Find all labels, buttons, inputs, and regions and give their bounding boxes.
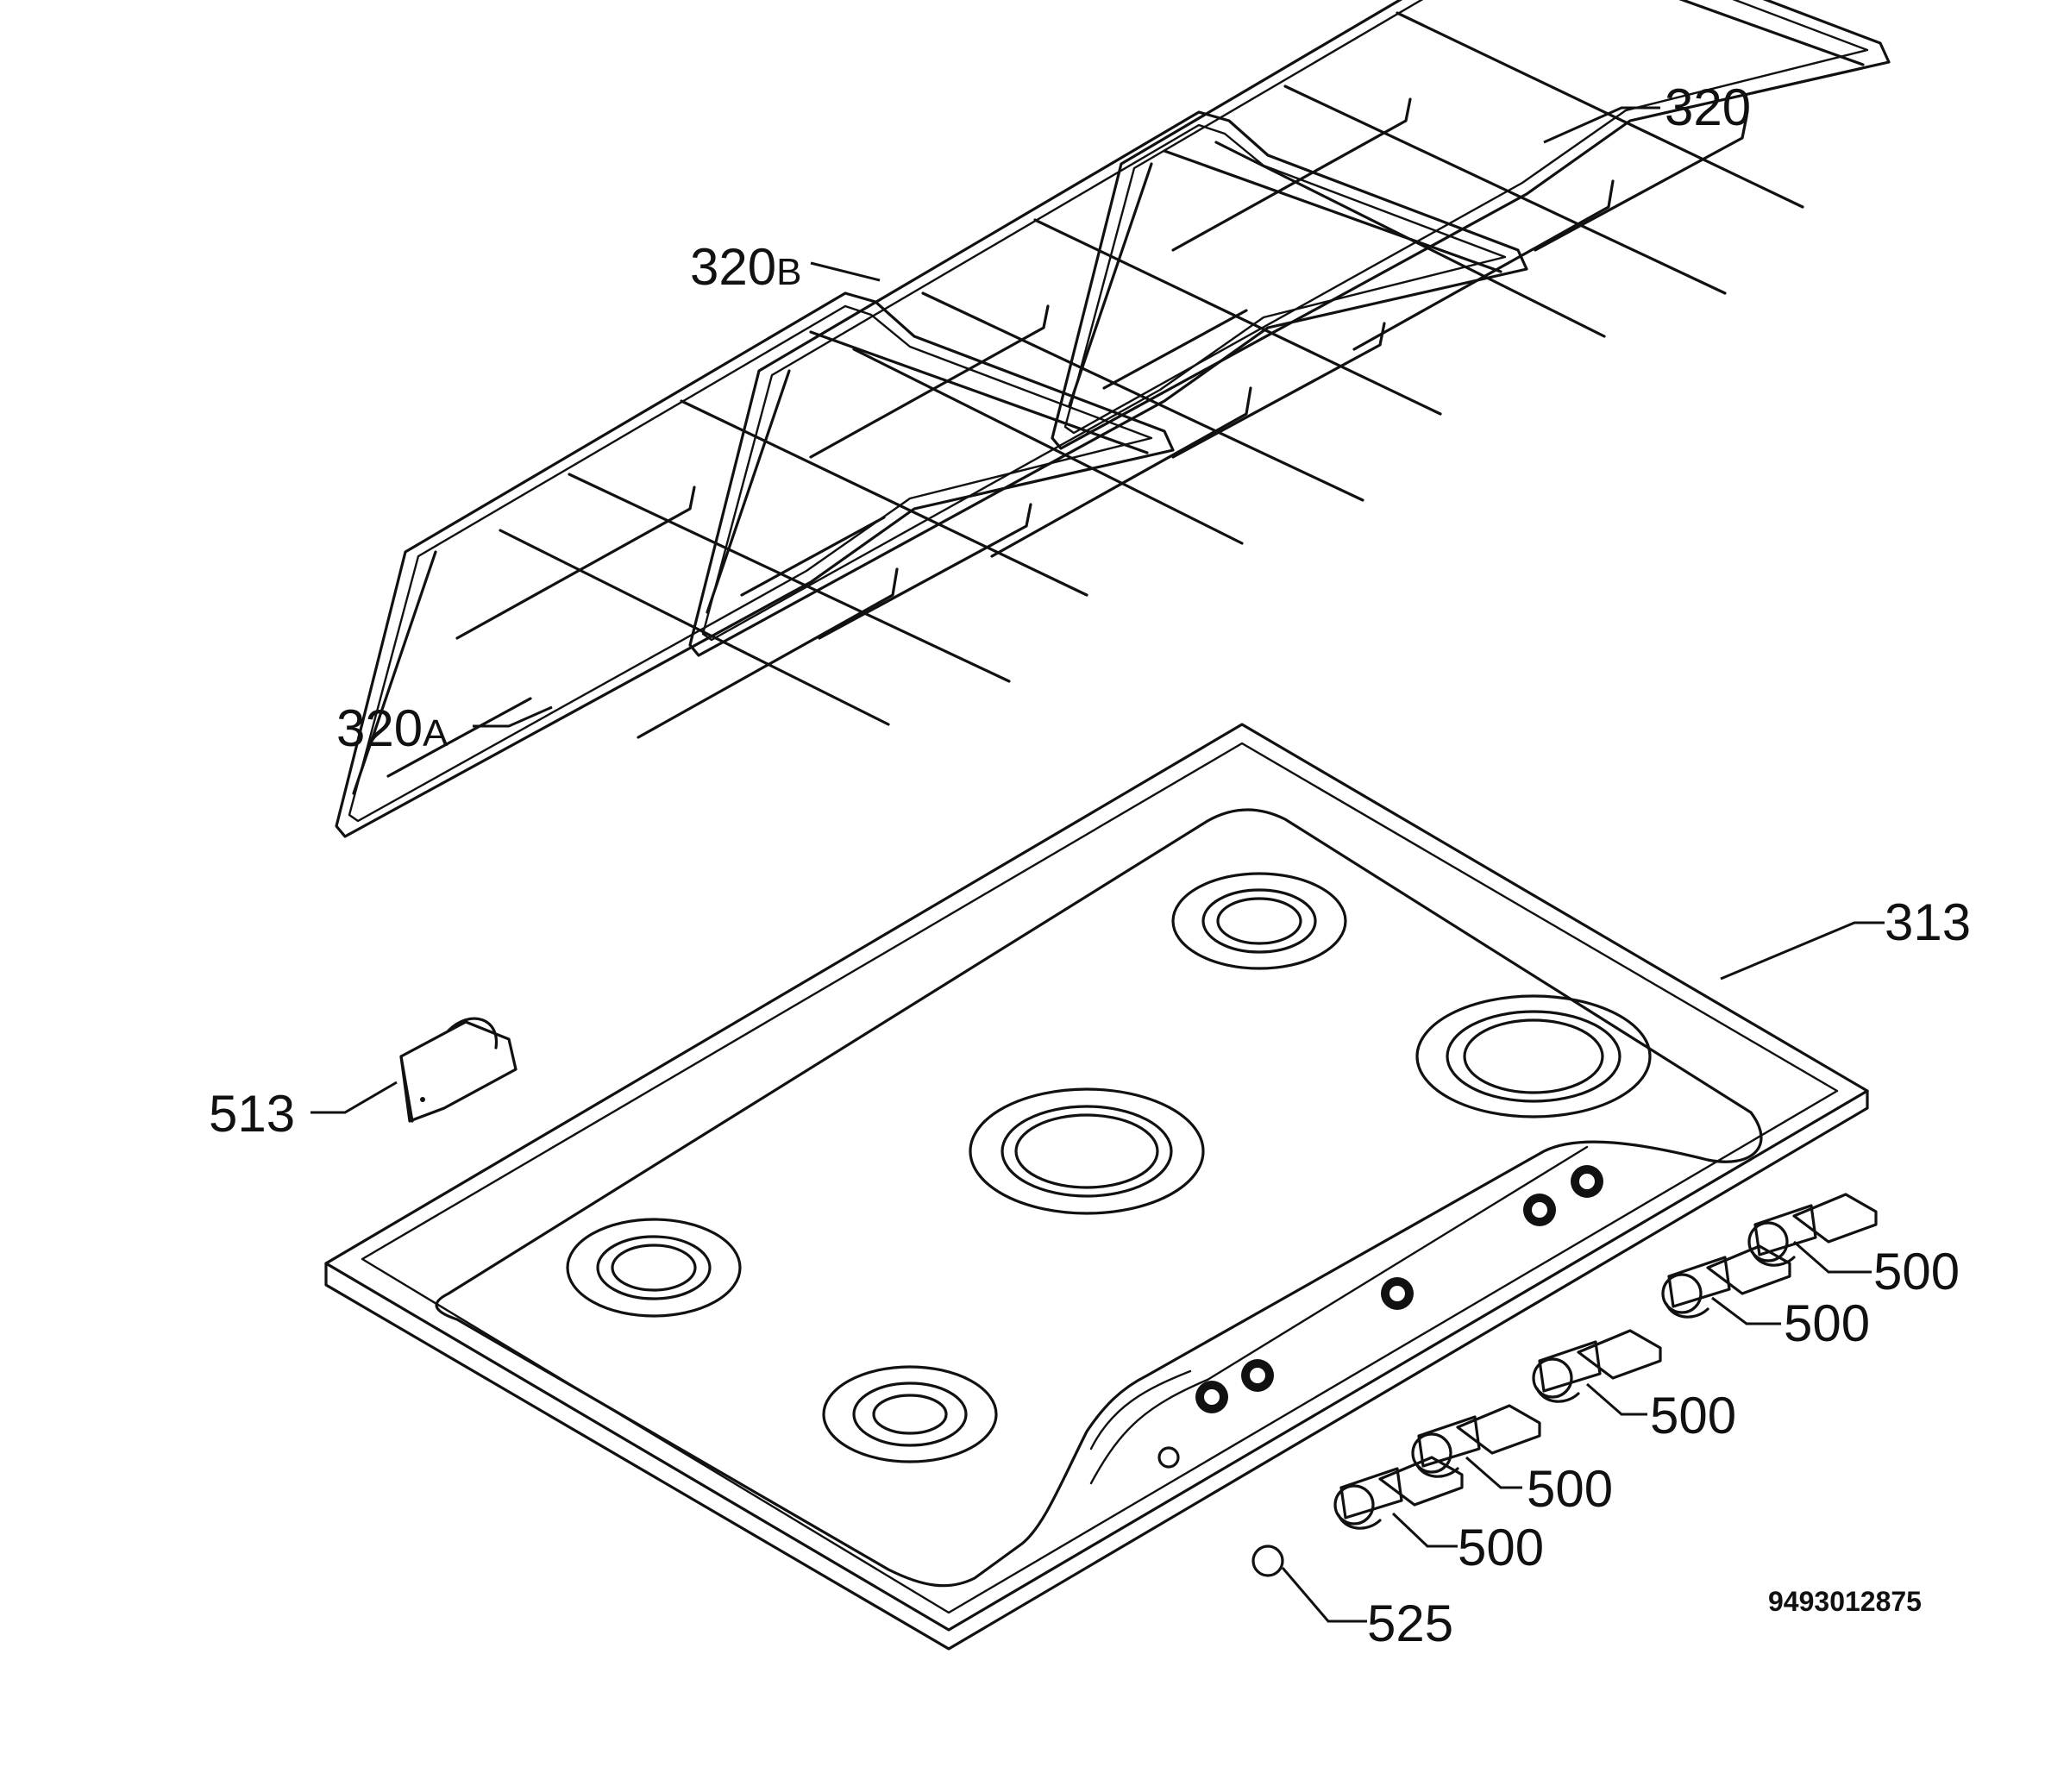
label-500-5: 500 bbox=[1458, 1519, 1544, 1576]
label-320: 320 bbox=[1665, 78, 1751, 136]
label-513: 513 bbox=[209, 1085, 295, 1143]
pan-support-front bbox=[335, 291, 1175, 838]
drawing-code: 9493012875 bbox=[1768, 1586, 1922, 1617]
burner-front-right bbox=[822, 1365, 998, 1463]
control-knob-2 bbox=[1661, 1244, 1791, 1319]
label-500-4: 500 bbox=[1527, 1460, 1613, 1518]
push-button-part bbox=[1251, 1545, 1284, 1577]
label-525: 525 bbox=[1367, 1595, 1453, 1652]
label-320b: 320B bbox=[690, 238, 801, 296]
control-knob-1 bbox=[1747, 1193, 1878, 1267]
knob-holes bbox=[1157, 1165, 1603, 1469]
label-320a: 320A bbox=[336, 699, 448, 757]
label-500-2: 500 bbox=[1784, 1294, 1870, 1352]
burner-rear-left bbox=[1171, 872, 1347, 970]
control-knob-3 bbox=[1532, 1329, 1662, 1403]
leader-lines bbox=[310, 106, 1885, 1623]
pan-support-middle bbox=[688, 110, 1528, 657]
pan-support-rear bbox=[1051, 0, 1891, 450]
label-500-3: 500 bbox=[1650, 1387, 1736, 1444]
clip-part bbox=[399, 1017, 518, 1123]
label-500-1: 500 bbox=[1873, 1243, 1960, 1300]
burner-front-left bbox=[566, 1218, 742, 1318]
burner-rear-right bbox=[1415, 994, 1652, 1118]
hob-top-plate bbox=[324, 723, 1869, 1651]
burner-centre bbox=[969, 1087, 1205, 1215]
label-313: 313 bbox=[1885, 893, 1971, 951]
